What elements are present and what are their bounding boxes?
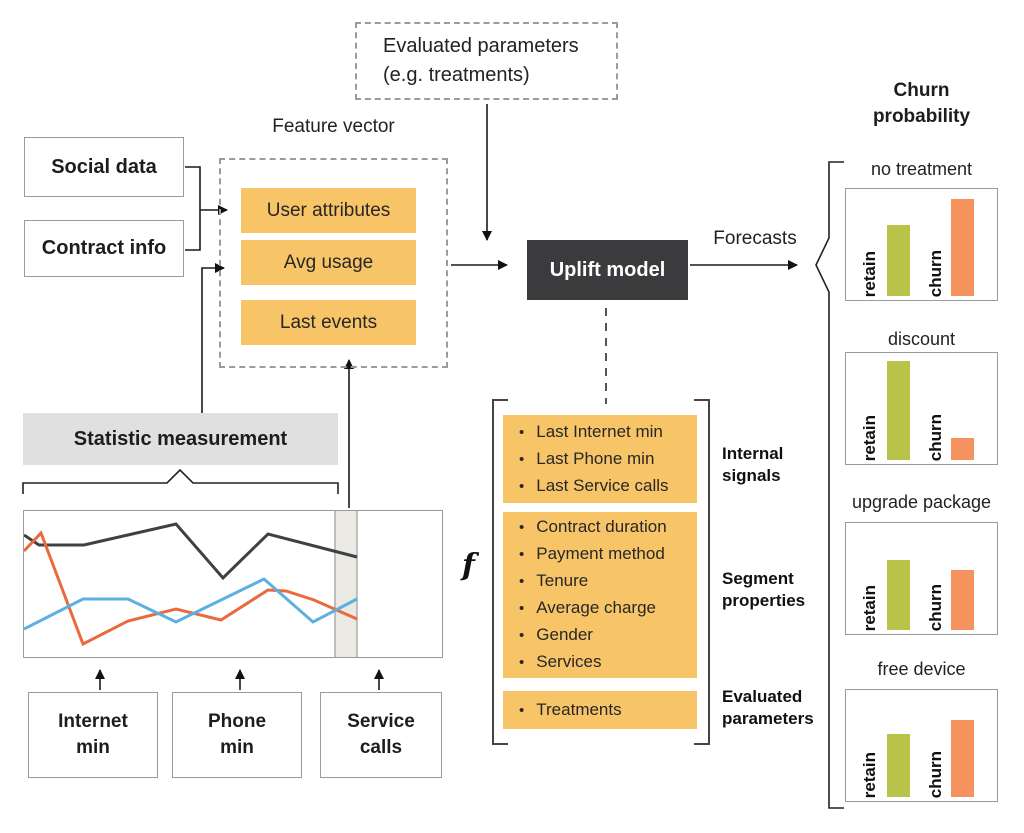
usage-timeseries-chart [22,510,443,658]
feature-list-item: Gender [519,622,697,649]
retain-bar-label: retain [860,250,879,297]
churn-bar-label: churn [926,413,945,461]
measurement-brace [22,468,339,494]
inputs-junction-line [185,166,201,251]
churn-bar-label: churn [926,249,945,297]
phone-min-box: Phone min [172,692,302,778]
free-device-label: free device [877,659,966,679]
statistic-measurement-box: Statistic measurement [23,413,338,465]
forecasts-label: Forecasts [713,228,797,249]
feature-item-user-attributes: User attributes [241,188,416,233]
churn-bar [951,199,974,296]
feature-list-item: Payment method [519,541,697,568]
feature-vector-title: Feature vector [272,116,395,137]
discount-label: discount [887,329,956,349]
series-blue-line [23,577,358,631]
feature-list-item: Last Phone min [519,446,697,473]
churn-bar-label: churn [926,583,945,631]
feature-list-item: Tenure [519,568,697,595]
no-treatment-chart: retain churn [845,188,998,301]
evaluated-parameters-label: Evaluated parameters [722,687,814,728]
phone-min-line1: Phone [207,711,267,732]
treatments-box: Treatments [503,691,697,729]
internal-signals-box: Last Internet min Last Phone min Last Se… [503,415,697,503]
feature-item-last-events: Last events [241,300,416,345]
feature-list-item: Contract duration [519,514,697,541]
usage-timeseries-svg [22,511,358,657]
feature-list-item: Services [519,649,697,676]
churn-bar [951,437,974,460]
contract-info-box: Contract info [24,220,184,277]
churn-title-line1: Churn [893,80,950,101]
no-treatment-label: no treatment [870,159,973,179]
churn-probability-title: Churn probability [845,78,998,130]
recent-window-band [335,511,357,657]
service-calls-line2: calls [359,737,403,758]
feature-list-item: Treatments [519,697,697,724]
retain-bar [887,224,910,296]
churn-bar [951,720,974,797]
retain-bar [887,560,910,630]
contract-info-label: Contract info [41,237,167,259]
phone-min-line2: min [220,737,254,758]
internal-signals-label: Internal signals [722,444,784,485]
feature-item-avg-usage: Avg usage [241,240,416,285]
evaluated-parameters-line1: Evaluated parameters [383,35,579,57]
internet-min-line1: Internet [58,711,128,732]
uplift-model-label: Uplift model [549,258,666,281]
internet-min-line2: min [76,737,110,758]
social-data-label: Social data [51,155,157,178]
evaluated-parameters-line2: (e.g. treatments) [383,64,530,86]
evaluated-parameters-input-box: Evaluated parameters (e.g. treatments) [355,22,618,100]
retain-bar [887,733,910,797]
churn-title-line2: probability [872,106,971,127]
retain-bar-label: retain [860,414,879,461]
feature-list-item: Last Service calls [519,473,697,500]
service-calls-line1: Service [347,711,415,732]
discount-chart: retain churn [845,352,998,465]
upgrade-package-label: upgrade package [851,492,992,512]
retain-bar [887,361,910,460]
feature-list-item: Last Internet min [519,419,697,446]
churn-bar [951,570,974,630]
uplift-model-box: Uplift model [527,240,688,300]
churn-bar-label: churn [926,750,945,798]
segment-properties-box: Contract duration Payment method Tenure … [503,512,697,678]
free-device-chart: retain churn [845,689,998,802]
function-symbol: f [462,548,475,583]
segment-properties-label: Segment properties [722,569,806,610]
internet-min-box: Internet min [28,692,158,778]
series-orange-line [22,530,358,647]
retain-bar-label: retain [860,751,879,798]
retain-bar-label: retain [860,584,879,631]
statistic-measurement-label: Statistic measurement [73,427,288,450]
social-data-box: Social data [24,137,184,197]
feature-list-item: Average charge [519,595,697,622]
upgrade-package-chart: retain churn [845,522,998,635]
series-dark-line [23,522,358,581]
service-calls-box: Service calls [320,692,442,778]
